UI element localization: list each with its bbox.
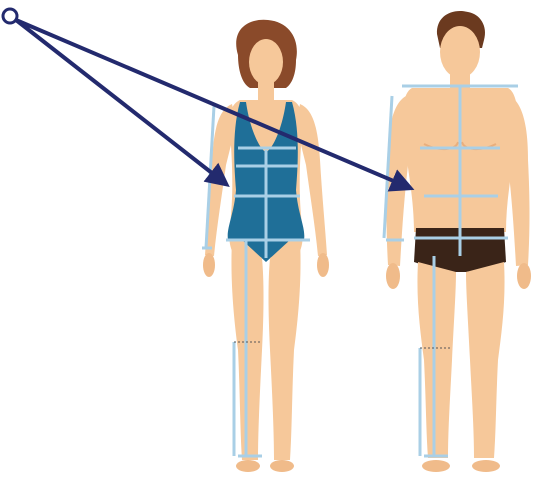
- arrow-to-woman: [16, 20, 226, 184]
- woman-right-leg: [269, 240, 301, 460]
- woman-face: [249, 39, 283, 85]
- man-face: [440, 26, 480, 78]
- woman-right-foot: [270, 460, 294, 472]
- man-figure: [384, 11, 531, 472]
- man-right-foot: [472, 460, 500, 472]
- man-left-foot: [422, 460, 450, 472]
- arrow-origin-dot: [3, 9, 17, 23]
- annotation-arrows: [3, 9, 410, 188]
- woman-figure: [202, 20, 329, 472]
- man-right-leg: [466, 262, 505, 458]
- woman-right-hand: [317, 253, 329, 277]
- man-left-hand: [386, 263, 400, 289]
- man-left-leg: [417, 262, 456, 458]
- woman-left-hand: [203, 253, 215, 277]
- man-right-hand: [517, 263, 531, 289]
- woman-neck: [258, 80, 274, 100]
- woman-left-foot: [236, 460, 260, 472]
